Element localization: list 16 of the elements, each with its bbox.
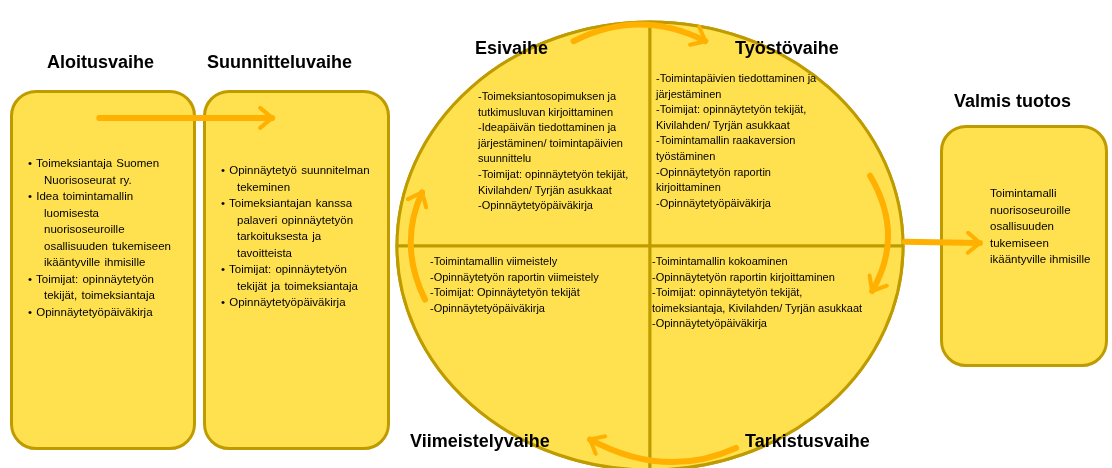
task-list: -Toimeksiantosopimuksen ja tutkimusluvan kirjoittaminen -Ideapäivän tiedottaminen ja järjestäminen/ toimintapäivien suunnittelu -Toimijat: opinnäytetyön tekijät, Kivilahden/ Tyrjän asukkaat -Opinnäytetyöpäiväkirja (478, 89, 646, 214)
arrow (902, 230, 983, 255)
task-list: -Toimintamallin viimeistely -Opinnäytetyön raportin viimeistely -Toimijat: Opinnäytetyön tekijät -Opinnäytetyöpäiväkirja (430, 254, 644, 317)
curved-arrow (866, 172, 892, 294)
curved-arrow (406, 189, 429, 303)
phase-heading: Valmis tuotos (954, 91, 1072, 112)
bullet-list: • Toimeksiantaja Suomen Nuorisoseurat ry. • Idea toimintamallin luomisesta nuorisoseuroille osallisuuden tukemiseen ikääntyville ihmisille • Toimijat: opinnäytetyön tekijät, toimeksiantaja • Opinnäytetyöpäiväkirja (28, 155, 178, 320)
curved-arrow (570, 21, 709, 48)
phase-heading: Suunnitteluvaihe (207, 52, 352, 73)
arrow (96, 105, 276, 130)
bullet-list: • Opinnäytetyö suunnitelman tekeminen • Toimeksiantajan kanssa palaveri opinnäytetyön tarkoituksesta ja tavoitteista • Toimijat: opinnäytetyön tekijät ja toimeksiantaja • Opinnäytetyöpäiväkirja (221, 162, 373, 311)
phase-heading: Aloitusvaihe (47, 52, 155, 73)
result-text: Toimintamalli nuorisoseuroille osallisuuden tukemiseen ikääntyville ihmisille (990, 186, 1092, 267)
task-list: -Toimintamallin kokoaminen -Opinnäytetyön raportin kirjoittaminen -Toimijat: opinnäytetyön tekijät, toimeksiantaja, Kivilahden/ Tyrjän asukkaat -Opinnäytetyöpäiväkirja (652, 254, 874, 332)
curved-arrow (586, 433, 739, 466)
task-list: -Toimintapäivien tiedottaminen ja järjestäminen -Toimijat: opinnäytetyön tekijät, Kivilahden/ Tyrjän asukkaat -Toimintamallin raakaversion työstäminen -Opinnäytetyön raportin kirjoittaminen -Opinnäytetyöpäiväkirja (656, 71, 836, 212)
